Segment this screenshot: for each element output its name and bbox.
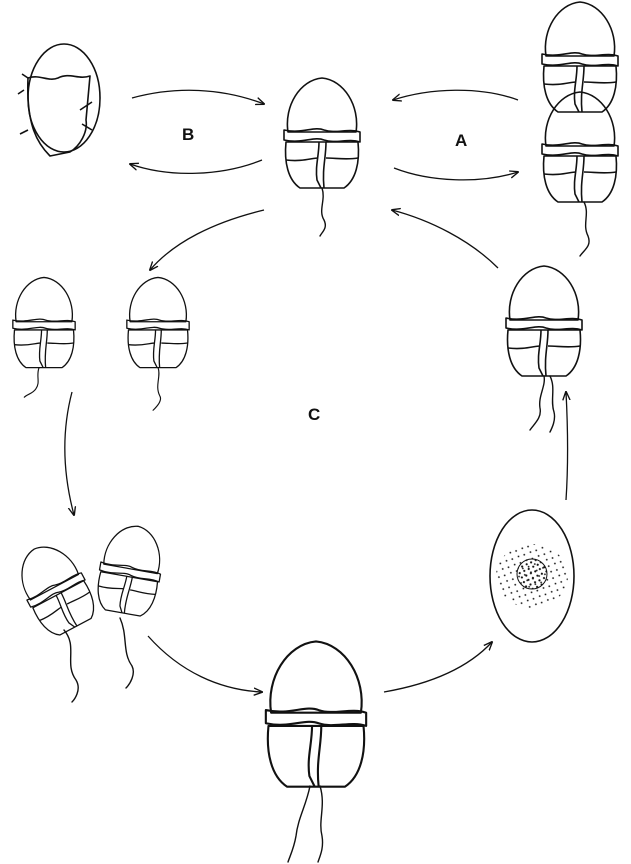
arrow-gametes-to-fusion: [65, 392, 74, 515]
arrow-germling-to-center: [392, 210, 498, 268]
dividing-cell-chain-lower: [542, 92, 618, 256]
fusing-gametes: [7, 521, 168, 702]
planozygote-flagellum-2: [318, 786, 323, 862]
gamete-right: [127, 277, 189, 410]
resting-cyst: [490, 510, 574, 642]
planozygote-cell: [266, 641, 366, 786]
arrow-fusion-to-zygote: [148, 636, 262, 692]
dividing-cell-chain: [542, 2, 618, 112]
label-b: B: [182, 125, 194, 144]
arrow-a-to-center: [393, 90, 518, 100]
label-c: C: [308, 405, 320, 424]
arrow-center-to-b: [130, 160, 262, 173]
empty-theca-cell: [18, 44, 100, 156]
label-a: A: [455, 131, 467, 150]
motile-cell-center: [284, 78, 360, 236]
germling-cell: [506, 266, 582, 432]
gamete-left: [13, 277, 75, 397]
arrow-cyst-to-germling: [566, 392, 568, 500]
arrow-center-to-gametes: [150, 210, 264, 270]
arrow-center-to-a: [394, 168, 518, 180]
arrow-zygote-to-cyst: [384, 642, 492, 692]
arrow-b-to-center: [132, 90, 264, 104]
planozygote-flagellum-1: [288, 786, 310, 862]
